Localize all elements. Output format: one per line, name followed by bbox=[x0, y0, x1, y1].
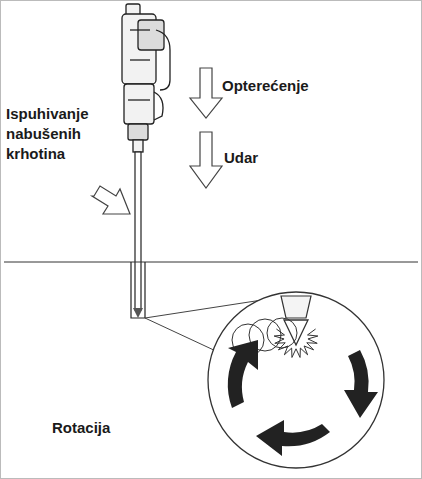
rotation-arrows bbox=[228, 340, 378, 456]
annotation-label: Opterećenje bbox=[222, 76, 402, 96]
ground-line bbox=[4, 262, 418, 263]
annotation-label: Rotacija bbox=[52, 418, 202, 438]
annotation-label: Ispuhivanje nabušenih krhotina bbox=[6, 104, 114, 164]
drill-rod bbox=[135, 152, 141, 310]
rock-drill bbox=[122, 4, 170, 152]
detail-circle bbox=[208, 292, 384, 468]
flushing-arrow bbox=[92, 186, 130, 214]
borehole bbox=[131, 262, 145, 318]
load-arrow bbox=[190, 68, 222, 118]
drill-bit bbox=[133, 308, 143, 318]
impact-arrow bbox=[190, 132, 222, 188]
annotation-label: Udar bbox=[224, 148, 374, 168]
zoom-line bbox=[145, 318, 218, 352]
